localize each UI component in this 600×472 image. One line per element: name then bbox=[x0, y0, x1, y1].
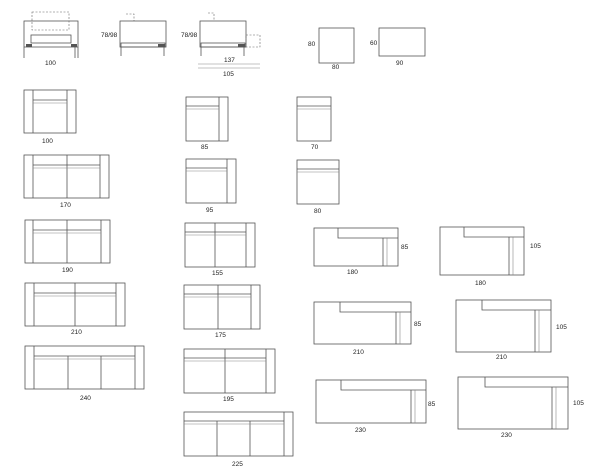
sofa-190-label: 190 bbox=[62, 267, 73, 274]
chaise-85-230-depth-label: 85 bbox=[428, 401, 436, 408]
ottoman-square: 80 80 bbox=[308, 27, 355, 71]
chaise-85-180-width-label: 180 bbox=[347, 269, 358, 276]
module-95-label: 95 bbox=[206, 207, 214, 214]
chaise-105-210-depth-label: 105 bbox=[556, 324, 567, 331]
sofa-100-label: 100 bbox=[42, 138, 53, 145]
module-70-label: 70 bbox=[311, 144, 319, 151]
ottoman-rect-width-label: 90 bbox=[396, 60, 404, 67]
chaise-85-180-depth-label: 85 bbox=[401, 244, 409, 251]
sofa-170-label: 170 bbox=[60, 202, 71, 209]
side-b-extended-width-label: 105 bbox=[223, 71, 234, 78]
module-plan-95: 95 bbox=[185, 158, 237, 214]
sofa-plan-100: 100 bbox=[23, 89, 77, 145]
sofa-plan-240: 240 bbox=[24, 345, 145, 402]
chaise-105-plan-230: 105 230 bbox=[457, 376, 584, 439]
module-plan-70: 70 bbox=[296, 96, 332, 151]
sofa-plan-170: 170 bbox=[23, 154, 110, 209]
chaise-85-210-width-label: 210 bbox=[353, 349, 364, 356]
module-plan-155: 155 bbox=[184, 222, 256, 277]
chaise-105-230-depth-label: 105 bbox=[573, 400, 584, 407]
module-85-label: 85 bbox=[201, 144, 209, 151]
module-plan-195: 195 bbox=[183, 348, 276, 403]
chaise-105-180-depth-label: 105 bbox=[530, 243, 541, 250]
chaise-85-230-width-label: 230 bbox=[355, 427, 366, 434]
ottoman-square-width-label: 80 bbox=[332, 64, 340, 71]
module-80-label: 80 bbox=[314, 208, 322, 215]
module-plan-85: 85 bbox=[185, 96, 229, 151]
chaise-105-plan-180: 105 180 bbox=[439, 226, 541, 287]
module-plan-80: 80 bbox=[296, 159, 340, 215]
module-plan-225: 225 bbox=[183, 411, 294, 468]
side-b-width-label: 137 bbox=[224, 57, 235, 64]
sofa-plan-210: 210 bbox=[24, 282, 126, 336]
chaise-85-plan-210: 85 210 bbox=[313, 301, 422, 356]
module-175-label: 175 bbox=[215, 332, 226, 339]
side-b-height-label: 78/98 bbox=[181, 32, 198, 39]
chaise-85-plan-180: 85 180 bbox=[313, 227, 409, 276]
chaise-85-plan-230: 85 230 bbox=[315, 379, 436, 434]
chaise-105-180-width-label: 180 bbox=[475, 280, 486, 287]
sofa-240-label: 240 bbox=[80, 395, 91, 402]
side-elevation-a: 78/98 bbox=[101, 13, 167, 56]
side-a-height-label: 78/98 bbox=[101, 32, 118, 39]
side-elevation-b: 78/98 137 105 bbox=[181, 12, 261, 78]
chaise-105-230-width-label: 230 bbox=[501, 432, 512, 439]
sofa-210-label: 210 bbox=[71, 329, 82, 336]
module-155-label: 155 bbox=[212, 270, 223, 277]
chaise-85-210-depth-label: 85 bbox=[414, 321, 422, 328]
ottoman-rect-depth-label: 60 bbox=[370, 40, 378, 47]
armchair-width-label: 100 bbox=[45, 60, 56, 67]
chaise-105-210-width-label: 210 bbox=[496, 354, 507, 361]
module-plan-175: 175 bbox=[183, 284, 261, 339]
ottoman-rectangular: 60 90 bbox=[370, 27, 426, 67]
module-195-label: 195 bbox=[223, 396, 234, 403]
chaise-105-plan-210: 105 210 bbox=[455, 299, 567, 361]
module-225-label: 225 bbox=[232, 461, 243, 468]
ottoman-square-depth-label: 80 bbox=[308, 41, 316, 48]
sofa-plan-190: 190 bbox=[24, 219, 111, 274]
armchair-elevation: 100 bbox=[23, 11, 79, 67]
